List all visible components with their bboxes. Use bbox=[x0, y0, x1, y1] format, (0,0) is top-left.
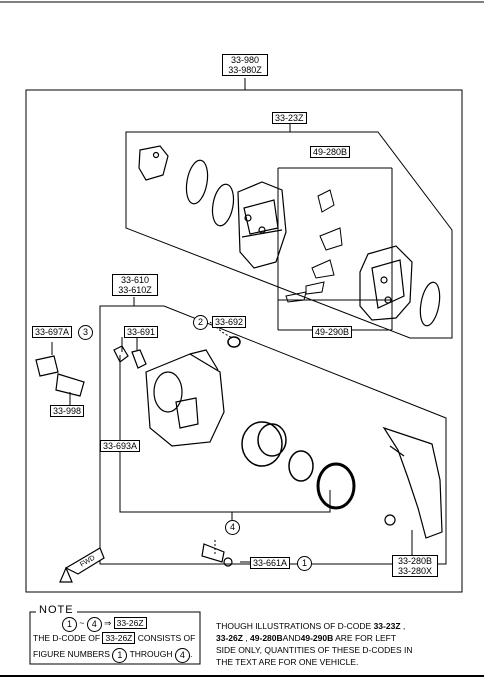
note-line3: FIGURE NUMBERS 1 THROUGH 4. bbox=[33, 647, 193, 663]
disclaimer-line2: 33-26Z , 49-280BAND49-290B ARE FOR LEFT bbox=[216, 632, 396, 644]
note-title: NOTE bbox=[36, 604, 77, 616]
note-line3-from: 1 bbox=[112, 648, 128, 663]
caliper-frame bbox=[99, 305, 447, 565]
label-bracket-line2: 33-280X bbox=[397, 566, 433, 576]
note-line2-b: CONSISTS OF bbox=[137, 633, 196, 643]
label-shim-kit-bottom: 49-290B bbox=[312, 326, 353, 338]
piston-set bbox=[241, 421, 356, 510]
label-bleeder: 33-691 bbox=[124, 326, 159, 338]
shims bbox=[285, 189, 343, 303]
label-pin-kit: 33-697A bbox=[32, 326, 73, 338]
piston-number: 4 bbox=[225, 520, 240, 535]
disclaimer-l1b: 33-23Z bbox=[373, 621, 401, 631]
note-range-to: 4 bbox=[86, 617, 102, 632]
bleeder-screw bbox=[113, 345, 147, 369]
note-line3-end: . bbox=[189, 649, 193, 659]
shim-kit-frame bbox=[277, 168, 392, 301]
note-box bbox=[29, 611, 201, 665]
disclaimer-line4: THE TEXT ARE FOR ONE VEHICLE. bbox=[216, 657, 359, 667]
disclaimer-l2f: ARE FOR LEFT bbox=[333, 633, 397, 643]
note-range-sep: ~ bbox=[79, 618, 85, 628]
disclaimer-l2b: , bbox=[242, 633, 248, 643]
label-bracket: 33-280B 33-280X bbox=[392, 555, 438, 577]
label-pin-part: 33-998 bbox=[50, 405, 85, 417]
label-bracket-line1: 33-280B bbox=[397, 556, 433, 566]
bolt-number: 1 bbox=[297, 556, 312, 571]
disclaimer-l2d: AND bbox=[282, 633, 301, 643]
brake-pad-right bbox=[359, 245, 441, 327]
fwd-arrow bbox=[59, 547, 105, 583]
cap-number: 2 bbox=[193, 315, 208, 330]
label-pad-kit: 33-23Z bbox=[272, 112, 307, 124]
note-line3-to: 4 bbox=[174, 648, 190, 663]
label-assembly-line2: 33-980Z bbox=[228, 65, 262, 75]
assembly-frame bbox=[25, 89, 463, 593]
disclaimer-l1a: THOUGH ILLUSTRATIONS OF D-CODE bbox=[216, 621, 374, 631]
disclaimer-l2a: 33-26Z bbox=[216, 633, 243, 643]
note-line2-code: 33-26Z bbox=[102, 632, 136, 644]
label-assembly: 33-980 33-980Z bbox=[222, 54, 268, 76]
note-line3-a: FIGURE NUMBERS bbox=[33, 649, 110, 659]
brake-pad-set-left bbox=[138, 145, 287, 269]
disclaimer-line1: THOUGH ILLUSTRATIONS OF D-CODE 33-23Z , bbox=[216, 620, 405, 632]
note-range-code: 33-26Z bbox=[113, 617, 147, 629]
dust-cap bbox=[227, 336, 241, 348]
pin-kit-number: 3 bbox=[78, 325, 93, 340]
label-assembly-line1: 33-980 bbox=[230, 55, 260, 65]
label-cap: 33-692 bbox=[212, 316, 247, 328]
disclaimer-l2e: 49-290B bbox=[300, 633, 334, 643]
note-line2-a: THE D-CODE OF bbox=[33, 633, 101, 643]
piston-group-line bbox=[119, 430, 331, 513]
note-range-from: 1 bbox=[62, 617, 77, 632]
label-piston-kit: 33-693A bbox=[100, 440, 141, 452]
disclaimer-line3: SIDE ONLY, QUANTITIES OF THESE D-CODES I… bbox=[216, 645, 413, 655]
caliper-bracket bbox=[382, 426, 443, 539]
note-line2: THE D-CODE OF 33-26Z CONSISTS OF bbox=[33, 632, 195, 644]
caliper-body bbox=[145, 349, 225, 447]
guide-pins bbox=[35, 355, 85, 397]
label-shim-kit-top: 49-280B bbox=[310, 146, 351, 158]
disclaimer-l2c: 49-280B bbox=[250, 633, 283, 643]
label-caliper-line2: 33-610Z bbox=[118, 285, 152, 295]
label-caliper: 33-610 33-610Z bbox=[112, 274, 158, 296]
note-range-arrow: ⇒ bbox=[104, 618, 112, 628]
disclaimer-l1c: , bbox=[400, 621, 406, 631]
note-range-line: 1 ~ 4 ⇒ 33-26Z bbox=[62, 616, 147, 632]
label-caliper-line1: 33-610 bbox=[120, 275, 150, 285]
pad-kit-frame bbox=[125, 131, 453, 339]
label-bolt: 33-661A bbox=[250, 557, 291, 569]
bolt bbox=[201, 543, 233, 567]
note-line3-mid: THROUGH bbox=[129, 649, 173, 659]
